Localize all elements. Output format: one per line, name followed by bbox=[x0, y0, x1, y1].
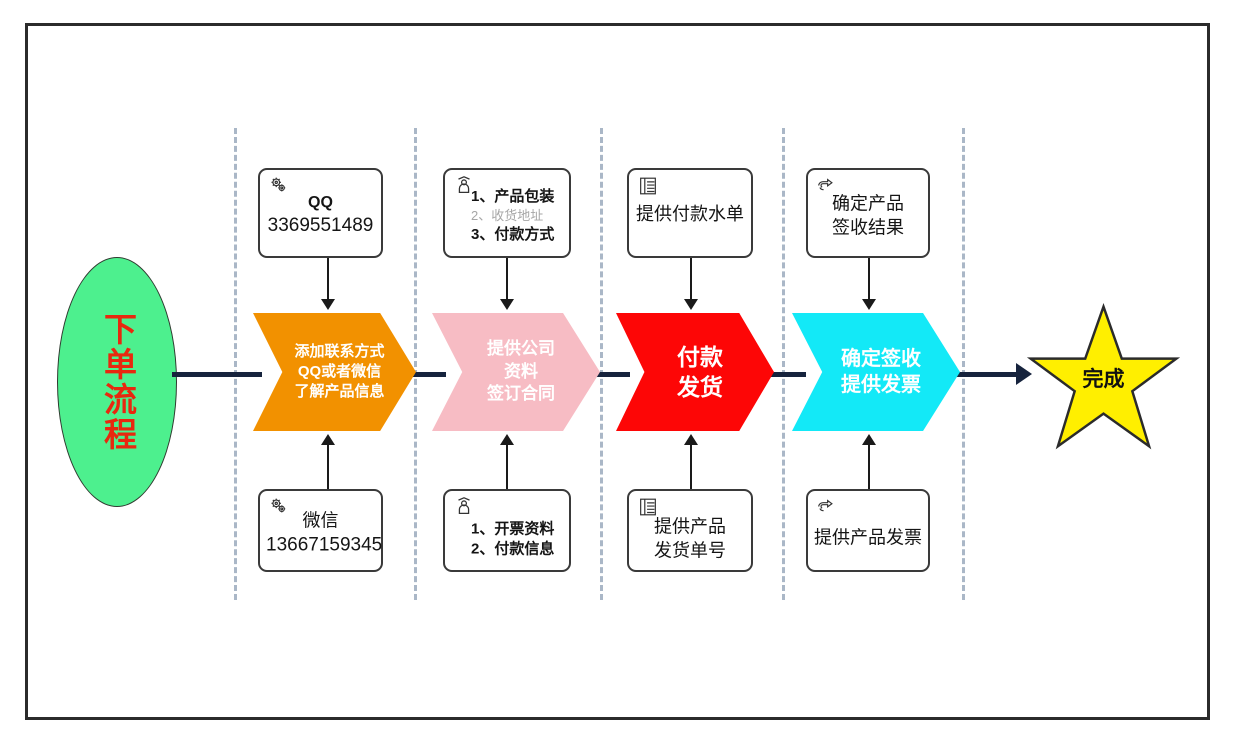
chevron-line: 确定签收 bbox=[841, 347, 921, 370]
process-chevron-4-label: 确定签收 提供发票 bbox=[831, 346, 921, 399]
note-stage1-top-text: QQ 3369551489 bbox=[260, 192, 381, 239]
connector-stage4-bottom bbox=[868, 442, 870, 489]
note-stage4-bottom-text: 提供产品发票 bbox=[808, 525, 928, 549]
start-node[interactable]: 下单流程 bbox=[57, 257, 177, 507]
note-line: 13667159345 bbox=[266, 534, 383, 556]
finish-node-label: 完成 bbox=[1082, 368, 1125, 391]
connector-stage2-top-arrow bbox=[500, 299, 514, 310]
note-stage3-top-text: 提供付款水单 bbox=[629, 202, 751, 226]
note-stage2-bottom[interactable]: 1、开票资料 2、付款信息 bbox=[443, 489, 571, 572]
note-stage2-top[interactable]: 1、产品包装 2、收货地址 3、付款方式 bbox=[443, 168, 571, 258]
note-line: QQ bbox=[308, 193, 333, 211]
connector-stage4-bottom-arrow bbox=[862, 434, 876, 445]
note-line: 3、付款方式 bbox=[471, 225, 555, 243]
note-line: 2、付款信息 bbox=[471, 540, 555, 558]
spine-segment-1 bbox=[404, 372, 446, 377]
pointing-hand-icon bbox=[818, 178, 833, 191]
note-line: 确定产品 bbox=[832, 193, 904, 214]
connector-stage2-bottom-arrow bbox=[500, 434, 514, 445]
connector-stage1-top bbox=[327, 258, 329, 305]
note-stage1-bottom-text: 微信 13667159345 bbox=[260, 508, 383, 558]
note-stage4-top[interactable]: 确定产品 签收结果 bbox=[806, 168, 930, 258]
chevron-line: 签订合同 bbox=[487, 384, 555, 404]
note-stage3-top[interactable]: 提供付款水单 bbox=[627, 168, 753, 258]
process-chevron-1-label: 添加联系方式 QQ或者微信 了解产品信息 bbox=[284, 342, 384, 401]
note-line: 1、开票资料 bbox=[471, 520, 555, 538]
connector-stage2-top bbox=[506, 258, 508, 305]
note-line: 1、产品包装 bbox=[471, 188, 555, 206]
note-line: 微信 bbox=[302, 510, 339, 531]
connector-stage1-top-arrow bbox=[321, 299, 335, 310]
start-node-label: 下单流程 bbox=[99, 312, 137, 452]
phase-separator-1 bbox=[234, 128, 237, 600]
note-line: 发货单号 bbox=[654, 540, 726, 561]
note-stage3-bottom[interactable]: 提供产品 发货单号 bbox=[627, 489, 753, 572]
chevron-line: 发货 bbox=[677, 374, 723, 400]
chevron-line: 添加联系方式 bbox=[294, 343, 385, 361]
connector-stage4-top bbox=[868, 258, 870, 305]
note-line: 3369551489 bbox=[267, 215, 374, 237]
finish-node[interactable]: 完成 bbox=[1026, 302, 1181, 453]
gears-icon bbox=[271, 498, 286, 513]
person-icon bbox=[458, 176, 470, 194]
chevron-line: QQ或者微信 bbox=[297, 363, 382, 381]
star-icon bbox=[1026, 302, 1181, 450]
phase-separator-5 bbox=[962, 128, 965, 600]
note-line: 提供产品 bbox=[654, 516, 726, 537]
phase-separator-2 bbox=[414, 128, 417, 600]
phase-separator-4 bbox=[782, 128, 785, 600]
note-line: 提供产品发票 bbox=[814, 527, 922, 548]
spine-segment-4 bbox=[948, 372, 1018, 377]
connector-stage1-bottom-arrow bbox=[321, 434, 335, 445]
note-stage2-top-text: 1、产品包装 2、收货地址 3、付款方式 bbox=[445, 187, 569, 245]
connector-stage3-bottom bbox=[690, 442, 692, 489]
connector-stage3-top bbox=[690, 258, 692, 305]
chevron-line: 提供发票 bbox=[841, 374, 921, 396]
spine-segment-3 bbox=[764, 372, 806, 377]
note-stage1-bottom[interactable]: 微信 13667159345 bbox=[258, 489, 383, 572]
note-line: 2、收货地址 bbox=[471, 208, 544, 224]
connector-stage2-bottom bbox=[506, 442, 508, 489]
chevron-line: 付款 bbox=[677, 343, 723, 370]
person-icon bbox=[458, 497, 470, 515]
note-stage4-top-text: 确定产品 签收结果 bbox=[808, 191, 928, 239]
note-stage2-bottom-text: 1、开票资料 2、付款信息 bbox=[445, 519, 569, 559]
phase-separator-3 bbox=[600, 128, 603, 600]
connector-stage3-top-arrow bbox=[684, 299, 698, 310]
spine-arrowhead bbox=[1016, 363, 1032, 385]
note-line: 签收结果 bbox=[832, 217, 904, 238]
process-chevron-3-label: 付款 发货 bbox=[667, 342, 723, 403]
process-chevron-2-label: 提供公司 资料 签订合同 bbox=[477, 338, 555, 405]
chevron-line: 了解产品信息 bbox=[294, 382, 385, 400]
diagram-frame bbox=[25, 23, 1210, 720]
connector-stage3-bottom-arrow bbox=[684, 434, 698, 445]
connector-stage1-bottom bbox=[327, 442, 329, 489]
note-stage1-top[interactable]: QQ 3369551489 bbox=[258, 168, 383, 258]
connector-stage4-top-arrow bbox=[862, 299, 876, 310]
document-list-icon bbox=[640, 498, 656, 516]
note-stage4-bottom[interactable]: 提供产品发票 bbox=[806, 489, 930, 572]
process-chevron-1[interactable]: 添加联系方式 QQ或者微信 了解产品信息 bbox=[253, 313, 416, 431]
spine-segment-0 bbox=[172, 372, 262, 377]
gears-icon bbox=[271, 177, 286, 192]
note-line: 提供付款水单 bbox=[636, 204, 744, 225]
pointing-hand-icon bbox=[818, 499, 833, 512]
chevron-line: 资料 bbox=[504, 361, 538, 381]
process-chevron-2[interactable]: 提供公司 资料 签订合同 bbox=[432, 313, 600, 431]
note-stage3-bottom-text: 提供产品 发货单号 bbox=[629, 514, 751, 562]
chevron-line: 提供公司 bbox=[487, 339, 555, 359]
document-list-icon bbox=[640, 177, 656, 195]
spine-segment-2 bbox=[588, 372, 630, 377]
